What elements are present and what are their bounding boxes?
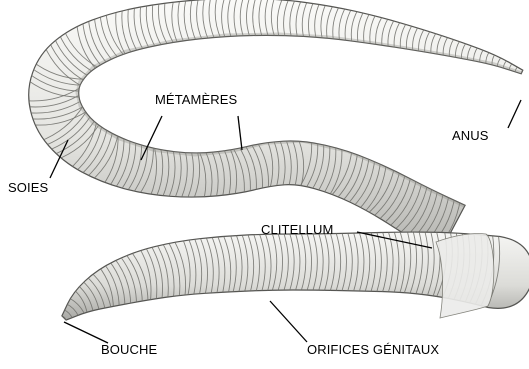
label-metameres: MÉTAMÈRES [155, 92, 237, 107]
leader-bouche [64, 322, 108, 343]
worm-lower-body [62, 227, 529, 320]
label-bouche: BOUCHE [101, 342, 157, 357]
leader-orifices [270, 301, 307, 342]
label-soies: SOIES [8, 180, 48, 195]
label-clitellum: CLITELLUM [261, 222, 333, 237]
label-orifices-genitaux: ORIFICES GÉNITAUX [307, 342, 439, 357]
worm-upper-body [23, 0, 523, 258]
leader-anus [508, 100, 521, 128]
clitellum-band [436, 233, 494, 318]
label-anus: ANUS [452, 128, 489, 143]
leader-metameres-right [238, 116, 242, 150]
